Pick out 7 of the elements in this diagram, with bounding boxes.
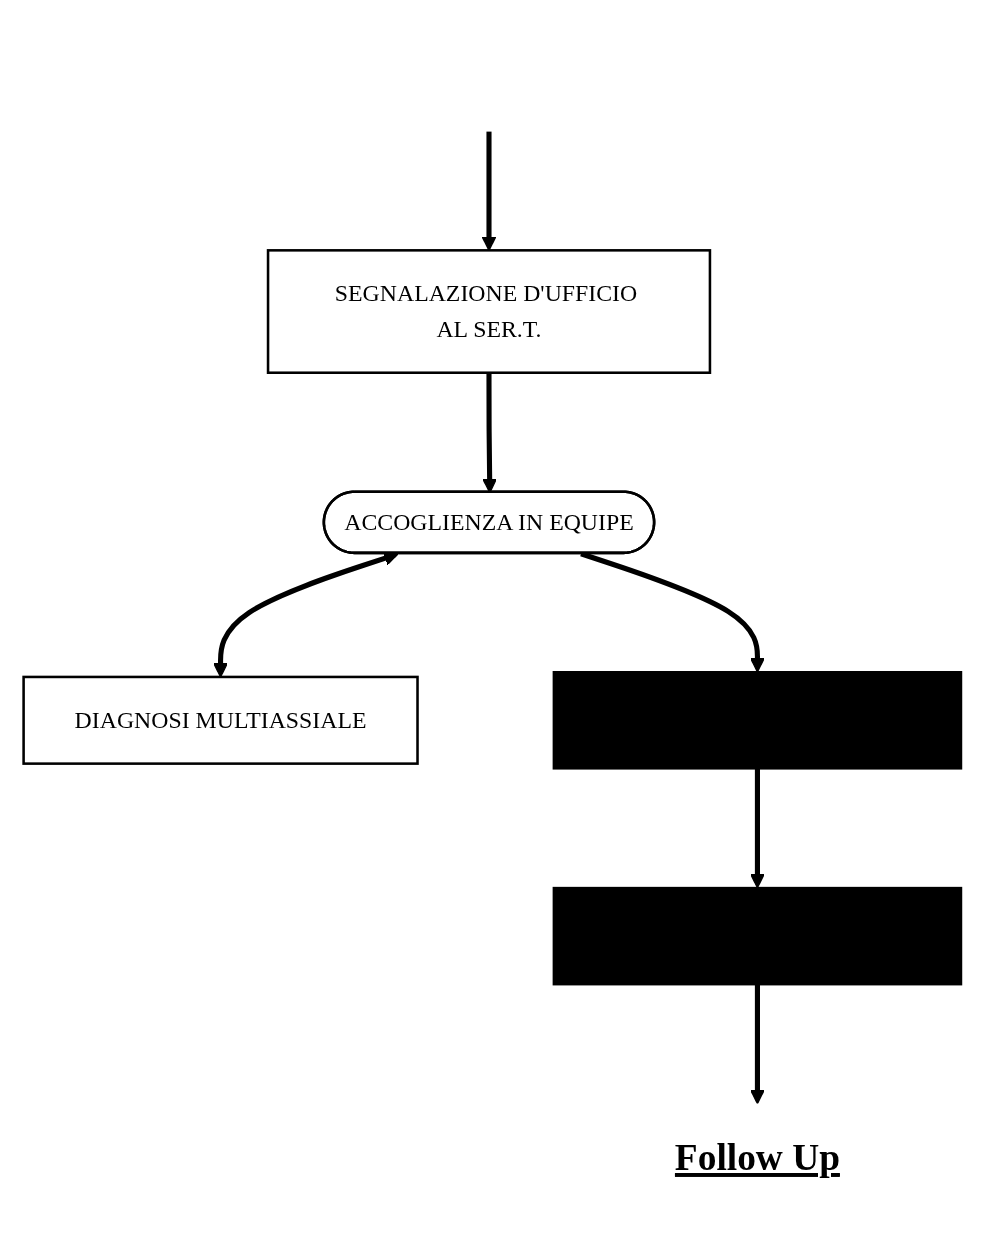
arrow xyxy=(749,769,765,889)
node-box: DIAGNOSI MULTIASSIALE xyxy=(22,676,419,766)
node-text: Follow Up xyxy=(674,1136,841,1179)
node-bar xyxy=(552,887,963,986)
node-bar xyxy=(552,671,963,770)
arrow xyxy=(749,984,765,1105)
node-box: SEGNALAZIONE D'UFFICIO AL SER.T. xyxy=(266,249,712,375)
